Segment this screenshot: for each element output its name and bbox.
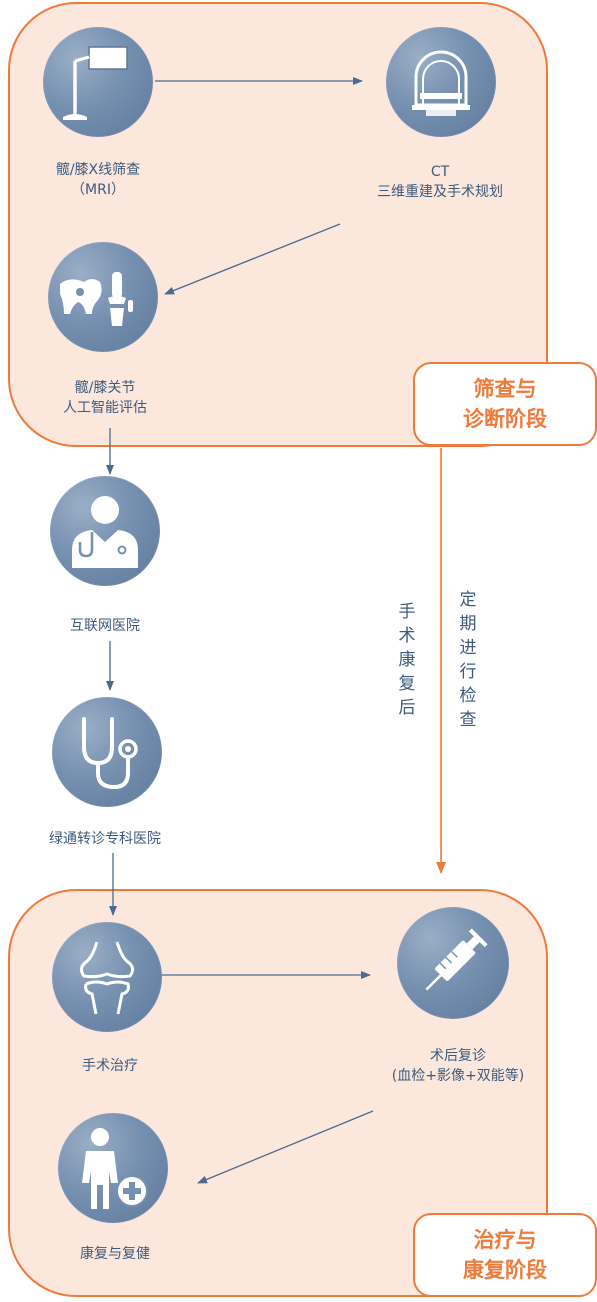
arrow-ct-to-ai xyxy=(164,223,341,295)
rehab-node xyxy=(58,1113,168,1223)
referral-label: 绿通转诊专科医院 xyxy=(49,831,161,847)
followup-node xyxy=(397,907,509,1019)
pelvis-knee-icon xyxy=(60,272,133,326)
treatment-stage-tag: 治疗与康复阶段 xyxy=(413,1213,597,1297)
syringe-icon xyxy=(425,928,488,991)
ai-eval-label: 髋/膝关节人工智能评估 xyxy=(63,380,147,416)
periodic-check-note: 定期进行检查 xyxy=(459,590,477,730)
followup-label: 术后复诊(血检+影像+双能等) xyxy=(391,1048,525,1084)
ai-eval-node xyxy=(48,242,158,352)
joint-bones-icon xyxy=(79,941,135,1015)
arrow-followup-to-rehab xyxy=(197,1110,374,1184)
person-medical-icon xyxy=(82,1128,148,1209)
xray-node xyxy=(43,27,153,137)
internet-hospital-label: 互联网医院 xyxy=(70,618,140,634)
doctor-icon xyxy=(72,496,138,568)
referral-node xyxy=(52,697,162,807)
rehab-label: 康复与复健 xyxy=(80,1246,150,1262)
stethoscope-icon xyxy=(82,717,138,790)
xray-lamp-icon xyxy=(63,46,128,120)
ct-scanner-icon xyxy=(412,50,470,116)
surgery-node xyxy=(52,922,162,1032)
internet-hospital-node xyxy=(50,476,160,586)
ct-node xyxy=(386,27,496,137)
xray-label: 髋/膝X线筛查（MRI） xyxy=(55,162,141,198)
post-surgery-note: 手术康复后 xyxy=(398,602,416,718)
surgery-label: 手术治疗 xyxy=(82,1058,138,1074)
screening-stage-tag: 筛查与诊断阶段 xyxy=(413,362,597,446)
